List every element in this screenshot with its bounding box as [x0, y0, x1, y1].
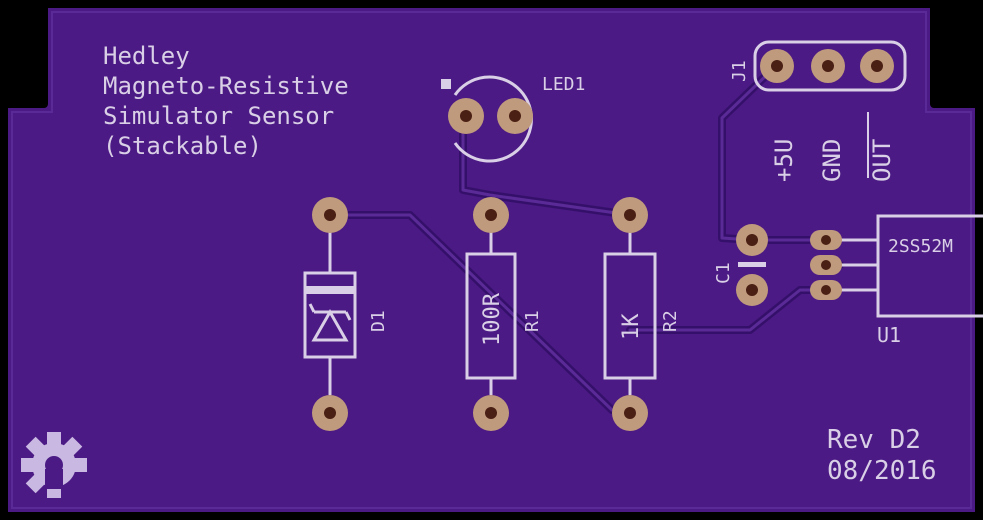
revision-date: 08/2016: [827, 456, 937, 486]
title-line-4: (Stackable): [103, 132, 262, 160]
d1-body: [303, 271, 357, 359]
r1-resistor: 100R R1: [465, 197, 543, 431]
title-line-3: Simulator Sensor: [103, 102, 334, 130]
d1-band: [305, 286, 355, 294]
r2-resistor: 1K R2: [603, 197, 681, 431]
r2-label: R2: [660, 310, 681, 332]
u1-pads: [810, 230, 842, 300]
u1-part-label: 2SS52M: [888, 236, 953, 257]
c1-label: C1: [713, 262, 734, 284]
board-edge-highlight: [11, 11, 972, 509]
d1-diode: D1: [303, 197, 389, 431]
u1-sensor: 2SS52M U1: [810, 214, 983, 347]
j1-pads: [760, 49, 894, 83]
title-line-2: Magneto-Resistive: [103, 72, 349, 100]
pin-label-out: OUT: [868, 139, 896, 182]
led1-label: LED1: [542, 74, 585, 95]
r1-label: R1: [522, 310, 543, 332]
title-line-1: Hedley: [103, 42, 190, 70]
board-title: Hedley Magneto-Resistive Simulator Senso…: [103, 42, 349, 160]
j1-outline: [753, 40, 907, 92]
r1-body: [465, 252, 517, 380]
c1-capacitor: C1: [713, 224, 768, 306]
j1-header: J1 +5U GND OUT: [729, 40, 907, 182]
zener-icon: [308, 303, 352, 342]
led1-pin1-marker: [441, 79, 451, 89]
led1: LED1: [441, 74, 585, 163]
revision-label: Rev D2: [827, 425, 921, 455]
pin-label-gnd: GND: [818, 139, 846, 182]
d1-label: D1: [368, 310, 389, 332]
j1-label: J1: [729, 60, 750, 82]
r1-value: 100R: [480, 292, 505, 346]
r2-value: 1K: [619, 313, 644, 340]
r2-body: [603, 252, 657, 380]
pin-label-vcc: +5U: [770, 139, 798, 182]
u1-label: U1: [877, 323, 901, 347]
revision-block: Rev D2 08/2016: [827, 425, 937, 486]
c1-plate: [738, 262, 766, 267]
